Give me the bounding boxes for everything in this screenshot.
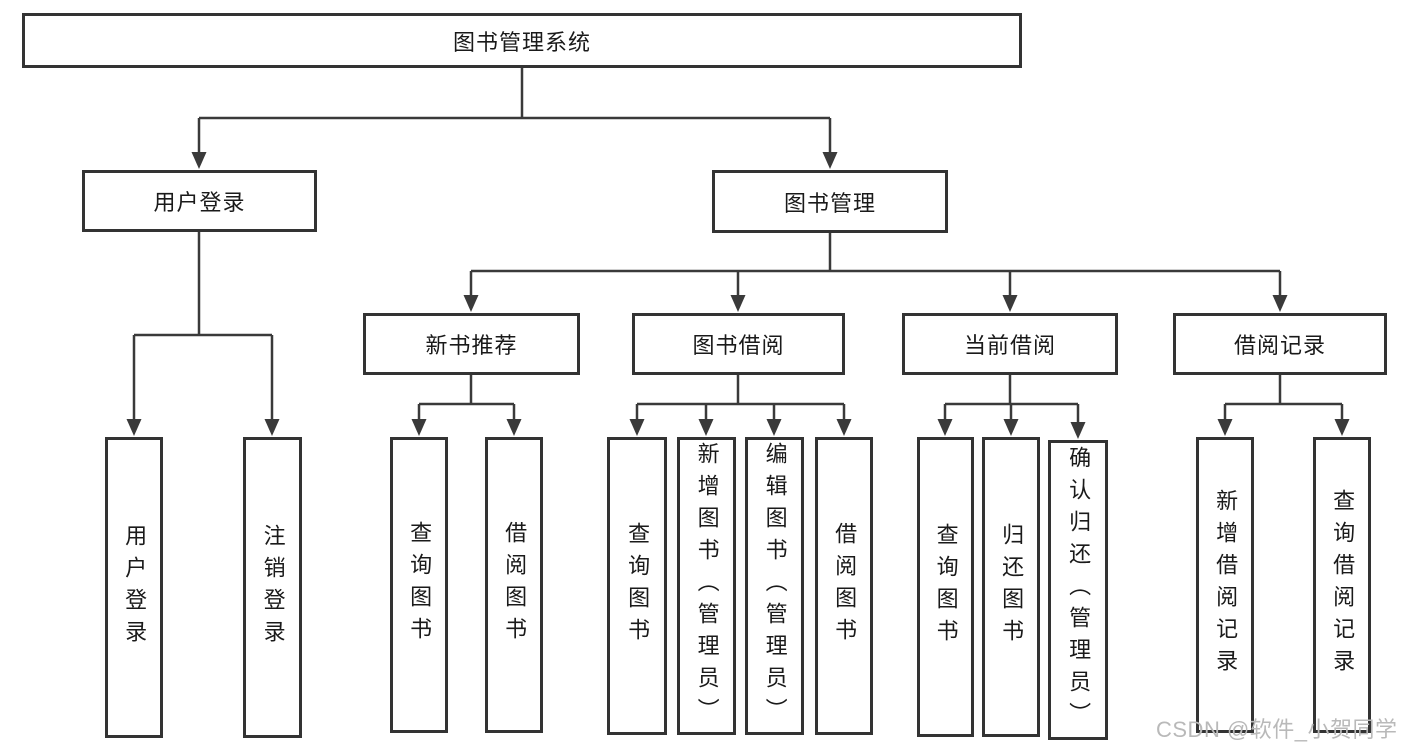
leaf-borrow-books: 借阅图书 (815, 437, 873, 735)
node-label: 新书推荐 (425, 333, 518, 358)
leaf-label: 借阅图书 (832, 522, 858, 650)
node-label: 图书管理系统 (452, 29, 591, 55)
leaf-edit-books-admin: 编辑图书（管理员） (745, 437, 804, 735)
leaf-label: 借阅图书 (502, 521, 528, 649)
leaf-confirm-return-admin: 确认归还（管理员） (1048, 440, 1108, 740)
node-current-borrowing: 当前借阅 (902, 313, 1118, 375)
leaf-add-books-admin: 新增图书（管理员） (677, 437, 736, 735)
leaf-query-books-recommend: 查询图书 (390, 437, 448, 733)
leaf-query-books-borrowing: 查询图书 (607, 437, 667, 735)
leaf-label: 查询图书 (625, 522, 651, 650)
connector-path (132, 68, 1344, 423)
leaf-user-login: 用户登录 (105, 437, 163, 738)
node-user-login: 用户登录 (82, 170, 317, 232)
leaf-label: 新增借阅记录 (1213, 489, 1239, 681)
leaf-label: 确认归还（管理员） (1066, 446, 1092, 734)
leaf-query-books-current: 查询图书 (917, 437, 974, 737)
leaf-label: 归还图书 (999, 523, 1025, 651)
leaf-add-borrow-record: 新增借阅记录 (1196, 437, 1254, 733)
arrowhead-icons (126, 152, 1350, 439)
node-library-management-system: 图书管理系统 (22, 13, 1022, 68)
node-label: 借阅记录 (1233, 333, 1326, 358)
node-label: 图书管理 (783, 190, 876, 216)
node-book-management: 图书管理 (712, 170, 948, 233)
leaf-label: 编辑图书（管理员） (762, 442, 788, 730)
leaf-label: 查询借阅记录 (1330, 489, 1356, 681)
node-book-borrowing: 图书借阅 (632, 313, 845, 375)
leaf-label: 新增图书（管理员） (694, 442, 720, 730)
node-borrowing-records: 借阅记录 (1173, 313, 1387, 375)
leaf-query-borrow-record: 查询借阅记录 (1313, 437, 1371, 733)
csdn-watermark: CSDN @软件_小贺同学 (1156, 717, 1398, 742)
node-new-book-recommendation: 新书推荐 (363, 313, 580, 375)
leaf-label: 查询图书 (407, 521, 433, 649)
node-label: 图书借阅 (692, 333, 785, 358)
leaf-label: 注销登录 (260, 523, 286, 652)
leaf-label: 查询图书 (933, 523, 959, 651)
node-label: 用户登录 (153, 190, 246, 215)
leaf-borrow-books-recommend: 借阅图书 (485, 437, 543, 733)
leaf-return-books: 归还图书 (982, 437, 1040, 737)
node-label: 当前借阅 (963, 333, 1056, 358)
leaf-logout: 注销登录 (243, 437, 302, 738)
leaf-label: 用户登录 (122, 523, 148, 652)
